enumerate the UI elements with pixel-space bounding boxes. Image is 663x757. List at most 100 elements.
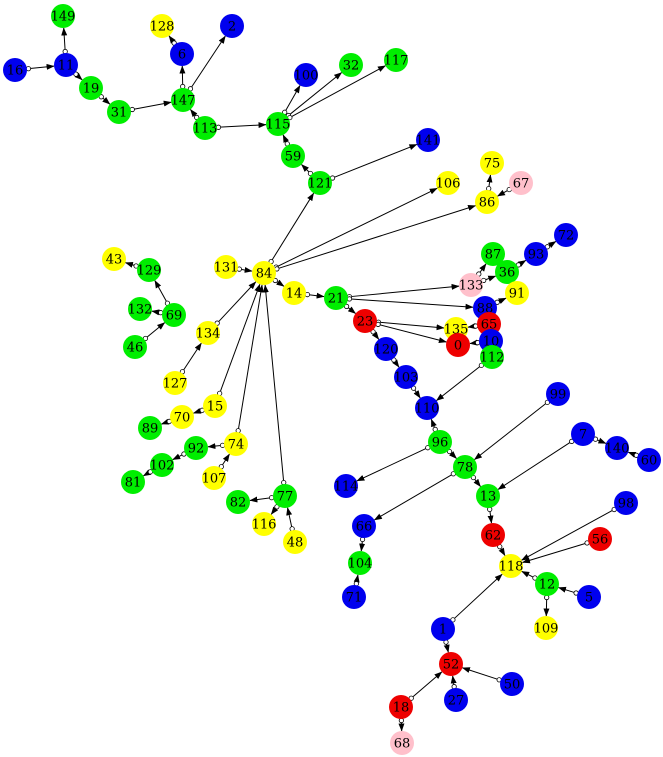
node-62[interactable]: 62 (481, 523, 505, 547)
edge-line (207, 443, 222, 450)
node-circle (500, 672, 524, 696)
node-118[interactable]: 118 (499, 554, 524, 578)
node-11[interactable]: 11 (54, 53, 78, 77)
node-23[interactable]: 23 (353, 309, 377, 333)
node-21[interactable]: 21 (324, 286, 348, 310)
edge-line (270, 506, 279, 515)
node-74[interactable]: 74 (224, 432, 248, 456)
node-149[interactable]: 149 (51, 4, 76, 28)
node-label: 107 (202, 472, 227, 487)
node-72[interactable]: 72 (554, 223, 578, 247)
node-0[interactable]: 0 (446, 333, 470, 357)
node-circle (546, 382, 570, 406)
edge-6-128 (168, 35, 177, 46)
node-112[interactable]: 112 (480, 345, 505, 369)
node-102[interactable]: 102 (150, 453, 175, 477)
node-7[interactable]: 7 (571, 422, 595, 446)
node-128[interactable]: 128 (150, 14, 175, 38)
node-19[interactable]: 19 (79, 76, 103, 100)
node-114[interactable]: 114 (334, 474, 359, 498)
edge-16-11 (25, 63, 55, 72)
node-68[interactable]: 68 (390, 731, 414, 755)
node-13[interactable]: 13 (476, 484, 500, 508)
node-2[interactable]: 2 (220, 14, 244, 38)
node-52[interactable]: 52 (439, 652, 463, 676)
node-133[interactable]: 133 (459, 273, 484, 297)
node-103[interactable]: 103 (394, 365, 419, 389)
node-141[interactable]: 141 (416, 128, 441, 152)
node-16[interactable]: 16 (3, 58, 27, 82)
node-circle (352, 514, 376, 538)
node-81[interactable]: 81 (121, 470, 145, 494)
node-14[interactable]: 14 (282, 281, 306, 305)
node-circle (273, 484, 297, 508)
node-75[interactable]: 75 (480, 151, 504, 175)
node-121[interactable]: 121 (308, 171, 333, 195)
node-132[interactable]: 132 (128, 297, 153, 321)
node-113[interactable]: 113 (193, 116, 218, 140)
node-147[interactable]: 147 (171, 88, 196, 112)
node-92[interactable]: 92 (184, 436, 208, 460)
edge-77-82 (249, 495, 275, 503)
node-91[interactable]: 91 (505, 281, 529, 305)
node-label: 18 (393, 701, 410, 716)
node-12[interactable]: 12 (535, 572, 559, 596)
edge-line (373, 474, 453, 521)
node-27[interactable]: 27 (444, 688, 468, 712)
node-31[interactable]: 31 (107, 100, 131, 124)
node-109[interactable]: 109 (534, 616, 559, 640)
node-89[interactable]: 89 (138, 416, 162, 440)
node-6[interactable]: 6 (170, 42, 194, 66)
node-110[interactable]: 110 (415, 396, 440, 420)
node-115[interactable]: 115 (266, 112, 291, 136)
node-106[interactable]: 106 (436, 171, 461, 195)
node-60[interactable]: 60 (637, 448, 661, 472)
node-98[interactable]: 98 (614, 491, 638, 515)
edge-77-84 (262, 284, 287, 486)
node-67[interactable]: 67 (509, 171, 533, 195)
node-129[interactable]: 129 (137, 258, 162, 282)
node-104[interactable]: 104 (348, 551, 373, 575)
node-label: 50 (504, 678, 521, 693)
node-15[interactable]: 15 (203, 394, 227, 418)
node-46[interactable]: 46 (123, 335, 147, 359)
node-50[interactable]: 50 (500, 672, 524, 696)
node-label: 147 (171, 94, 196, 109)
node-71[interactable]: 71 (342, 585, 366, 609)
node-93[interactable]: 93 (524, 242, 548, 266)
node-32[interactable]: 32 (339, 53, 363, 77)
node-127[interactable]: 127 (163, 371, 188, 395)
node-99[interactable]: 99 (546, 382, 570, 406)
node-134[interactable]: 134 (196, 321, 221, 345)
edge-21-88 (346, 296, 474, 310)
node-140[interactable]: 140 (605, 436, 630, 460)
node-59[interactable]: 59 (281, 144, 305, 168)
node-120[interactable]: 120 (374, 337, 399, 361)
node-36[interactable]: 36 (495, 260, 519, 284)
node-78[interactable]: 78 (453, 455, 477, 479)
node-77[interactable]: 77 (273, 484, 297, 508)
node-56[interactable]: 56 (588, 527, 612, 551)
node-116[interactable]: 116 (252, 512, 277, 536)
node-48[interactable]: 48 (283, 530, 307, 554)
node-96[interactable]: 96 (428, 430, 452, 454)
node-18[interactable]: 18 (389, 695, 413, 719)
node-107[interactable]: 107 (202, 466, 227, 490)
node-100[interactable]: 100 (294, 63, 319, 87)
node-1[interactable]: 1 (431, 617, 455, 641)
node-70[interactable]: 70 (170, 405, 194, 429)
node-5[interactable]: 5 (577, 585, 601, 609)
node-86[interactable]: 86 (475, 190, 499, 214)
node-69[interactable]: 69 (162, 303, 186, 327)
node-circle (389, 695, 413, 719)
node-82[interactable]: 82 (226, 490, 250, 514)
node-87[interactable]: 87 (481, 242, 505, 266)
node-66[interactable]: 66 (352, 514, 376, 538)
edge-67-86 (497, 186, 512, 197)
node-label: 87 (485, 248, 502, 263)
node-circle (283, 530, 307, 554)
node-84[interactable]: 84 (252, 261, 276, 285)
node-43[interactable]: 43 (102, 247, 126, 271)
node-117[interactable]: 117 (384, 48, 409, 72)
node-131[interactable]: 131 (214, 255, 239, 279)
